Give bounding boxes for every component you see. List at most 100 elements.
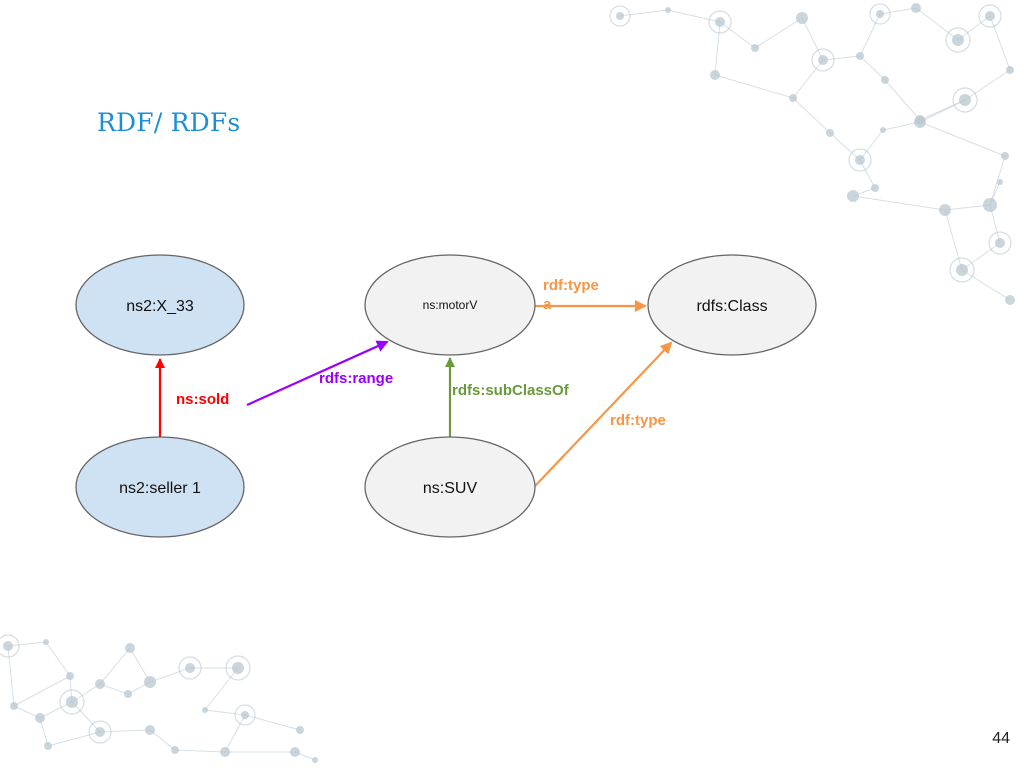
decoration-link — [882, 121, 921, 131]
decoration-ring — [811, 48, 835, 72]
page-number: 44 — [992, 730, 1010, 747]
decoration-link — [829, 132, 861, 161]
decoration-node — [914, 116, 926, 128]
decoration-node — [789, 94, 797, 102]
node-class: rdfs:Class — [647, 254, 817, 356]
edge-sold-label: ns:sold — [176, 391, 229, 408]
decoration-node — [983, 198, 997, 212]
edge-subclass-label: rdfs:subClassOf — [452, 382, 570, 399]
decoration-link — [792, 59, 824, 99]
decoration-node — [3, 641, 13, 651]
decoration-link — [964, 69, 1011, 101]
decoration-ring — [848, 148, 872, 172]
decoration-node — [715, 17, 725, 27]
decoration-link — [884, 79, 921, 121]
decoration-link — [792, 97, 831, 134]
edge-type-motorv-label-line1: rdf:type — [543, 277, 599, 294]
decoration-node — [616, 12, 624, 20]
network-decoration-top — [609, 3, 1015, 305]
decoration-node — [43, 639, 49, 645]
decoration-link — [129, 647, 151, 683]
decoration-node — [1005, 295, 1015, 305]
decoration-link — [915, 7, 959, 41]
decoration-node — [312, 757, 318, 763]
node-motorv: ns:motorV — [364, 254, 536, 356]
edge-type-suv-line — [534, 341, 673, 487]
decoration-link — [714, 21, 721, 76]
decoration-ring — [988, 231, 1012, 255]
decoration-link — [961, 242, 1001, 271]
decoration-link — [957, 15, 991, 41]
slide-title: RDF/ RDFs — [97, 108, 241, 137]
decoration-node — [95, 727, 105, 737]
decoration-ring — [59, 689, 85, 715]
decoration-link — [149, 667, 191, 683]
decoration-ring — [225, 655, 251, 681]
decoration-link — [619, 9, 669, 17]
decoration-ring — [869, 3, 891, 25]
decoration-node — [880, 127, 886, 133]
decoration-node — [95, 679, 105, 689]
decoration-link — [204, 709, 246, 716]
decoration-link — [859, 13, 881, 57]
decoration-link — [944, 209, 963, 271]
decoration-ring — [609, 5, 631, 27]
decoration-node — [202, 707, 208, 713]
decoration-link — [99, 647, 131, 685]
decoration-node — [66, 696, 78, 708]
decoration-node — [145, 725, 155, 735]
decoration-link — [45, 641, 71, 677]
decoration-link — [801, 17, 824, 61]
decoration-link — [71, 701, 101, 733]
decoration-node — [10, 702, 18, 710]
decoration-node — [985, 11, 995, 21]
decoration-ring — [234, 704, 256, 726]
decoration-node — [871, 184, 879, 192]
decoration-ring — [708, 10, 732, 34]
decoration-node — [818, 55, 828, 65]
edge-range-line — [246, 340, 389, 407]
decoration-link — [714, 74, 794, 99]
decoration-ring — [0, 634, 20, 658]
node-x33-label: ns2:X_33 — [126, 298, 194, 315]
decoration-node — [125, 643, 135, 653]
node-seller: ns2:seller 1 — [75, 436, 245, 538]
decoration-link — [7, 645, 15, 707]
decoration-node — [1001, 152, 1009, 160]
node-seller-label: ns2:seller 1 — [119, 480, 201, 497]
edge-range-label: rdfs:range — [319, 370, 393, 387]
decoration-link — [879, 7, 917, 15]
decoration-link — [7, 641, 47, 647]
decoration-link — [174, 749, 226, 753]
decoration-link — [919, 99, 966, 123]
node-class-label: rdfs:Class — [696, 298, 767, 315]
decoration-node — [171, 746, 179, 754]
decoration-link — [852, 195, 946, 211]
decoration-node — [826, 129, 834, 137]
decoration-link — [859, 159, 876, 189]
decoration-link — [822, 55, 861, 61]
decoration-node — [876, 10, 884, 18]
decoration-link — [99, 729, 151, 733]
decoration-link — [719, 21, 756, 49]
decoration-node — [956, 264, 968, 276]
network-decoration-bottom — [0, 634, 318, 763]
decoration-node — [710, 70, 720, 80]
node-suv-label: ns:SUV — [423, 480, 478, 497]
decoration-link — [47, 731, 101, 747]
decoration-node — [241, 711, 249, 719]
decoration-node — [952, 34, 964, 46]
decoration-link — [149, 729, 176, 751]
edge-type-motorv-label-line2: a — [543, 296, 552, 313]
decoration-link — [919, 121, 1006, 157]
decoration-link — [754, 17, 803, 49]
decoration-node — [1006, 66, 1014, 74]
decoration-node — [959, 94, 971, 106]
decoration-link — [204, 667, 239, 711]
decoration-link — [859, 129, 884, 161]
decoration-ring — [945, 27, 971, 53]
node-motorv-label: ns:motorV — [423, 298, 478, 312]
decoration-node — [290, 747, 300, 757]
decoration-node — [855, 155, 865, 165]
decoration-link — [989, 15, 1011, 71]
